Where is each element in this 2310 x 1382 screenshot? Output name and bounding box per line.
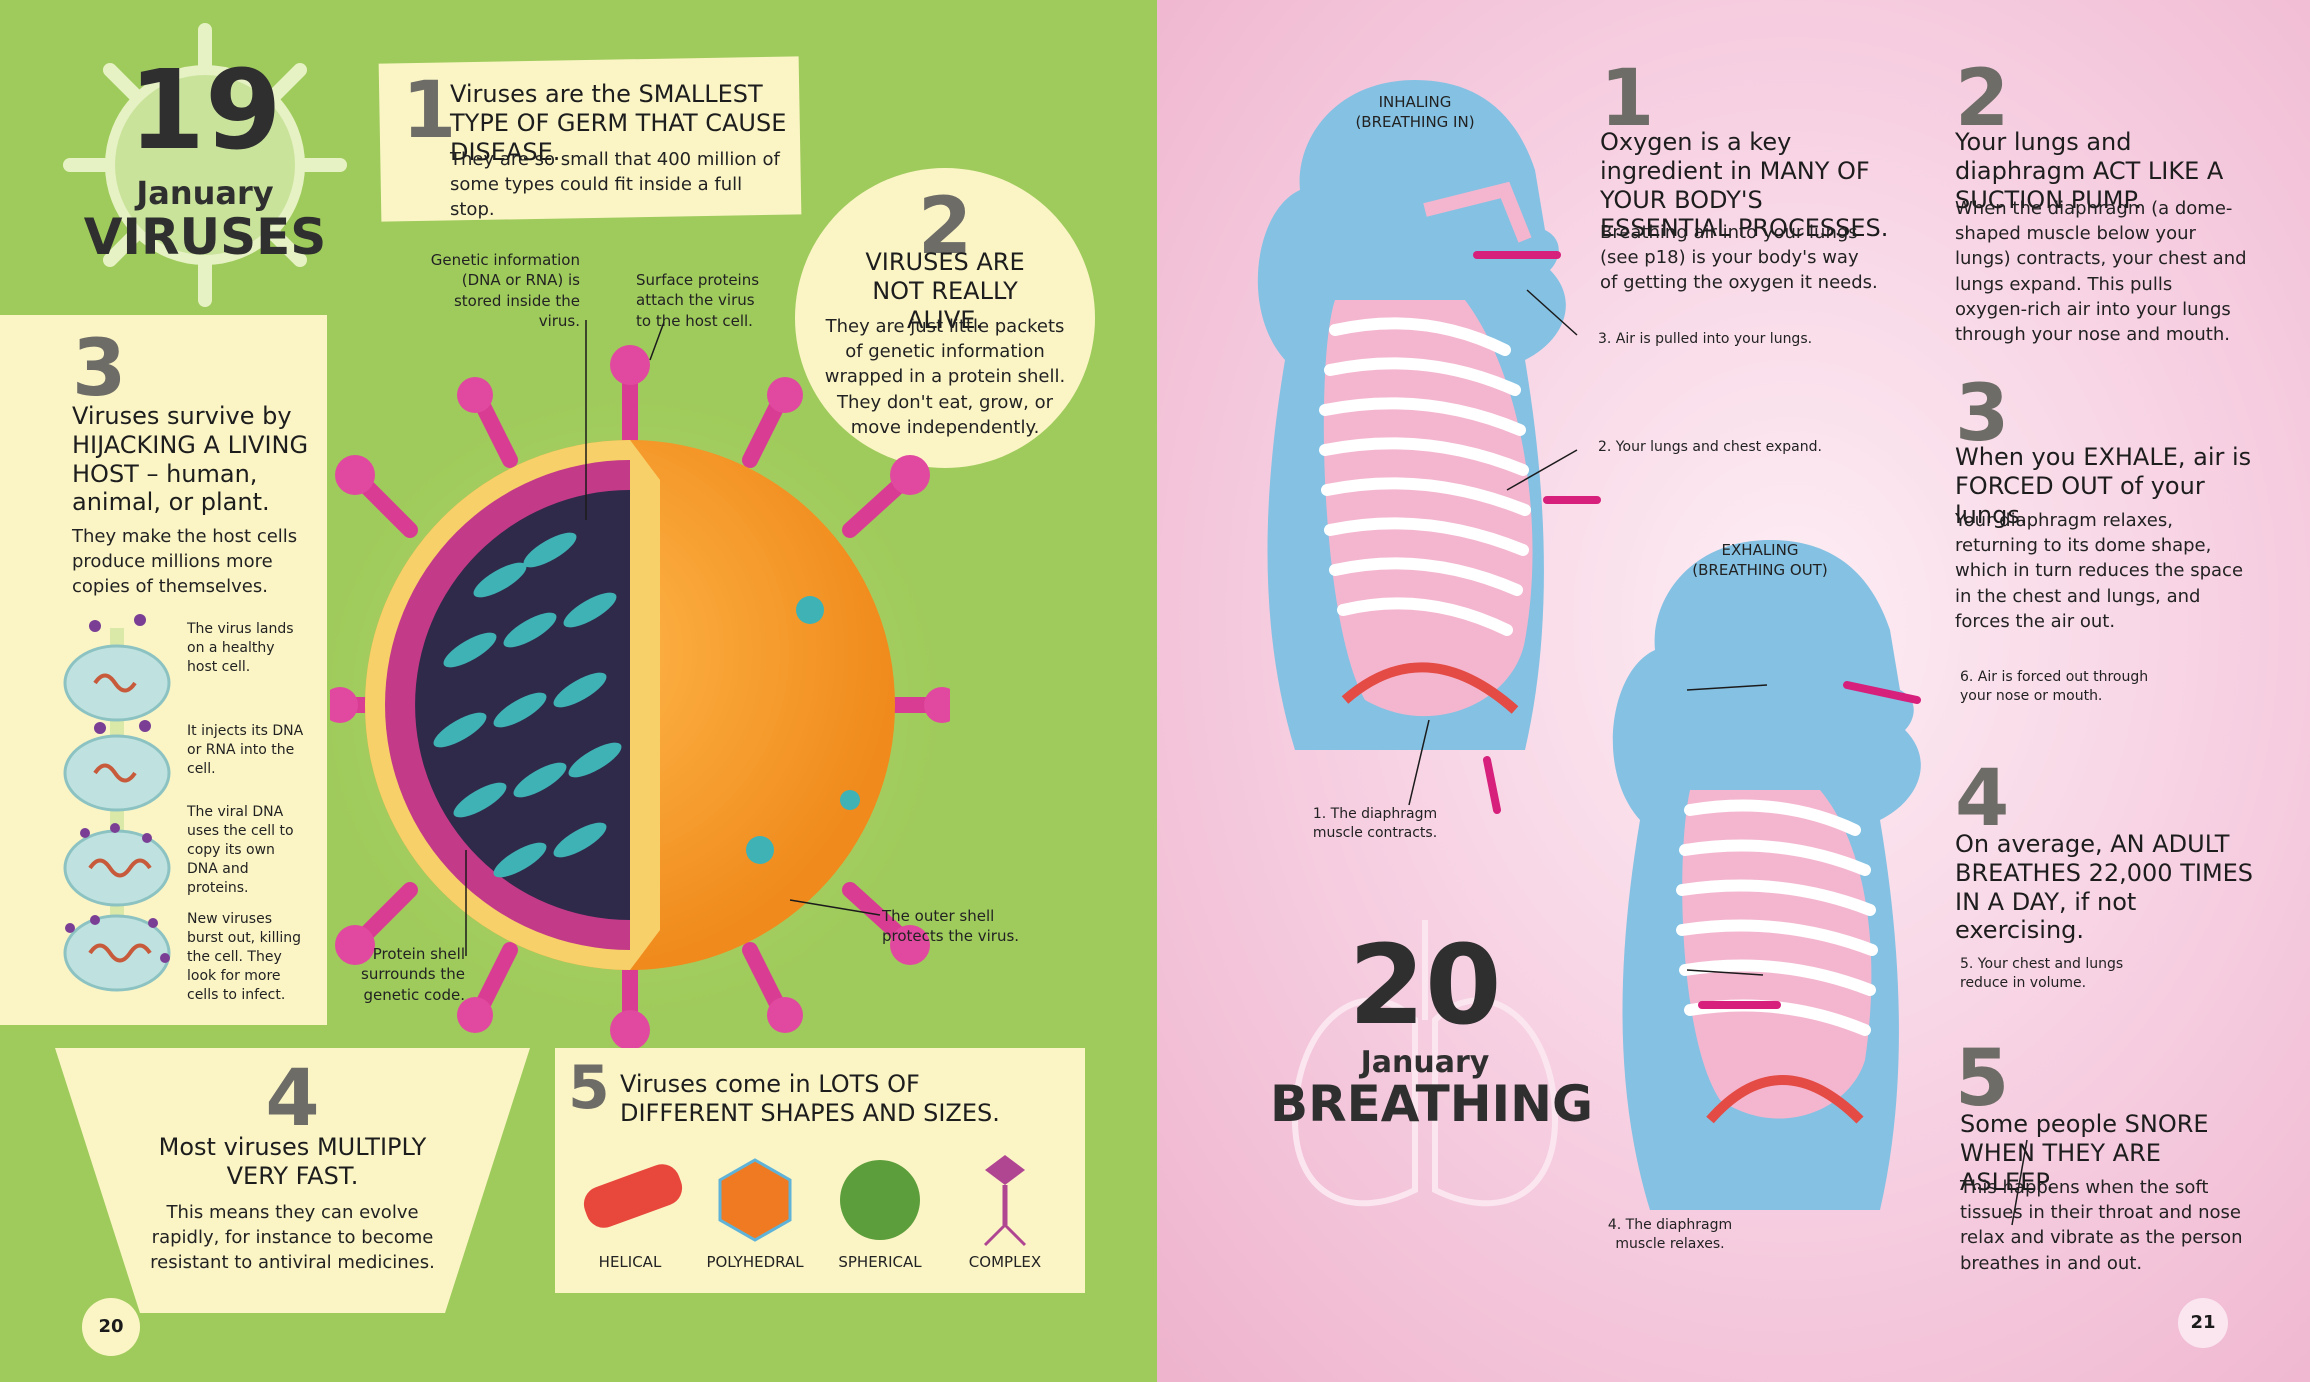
fact-3-heading: Viruses survive by HIJACKING A LIVING HO… (72, 402, 309, 517)
r-fact-3-number: 3 (1955, 369, 2010, 459)
fact-2-number: 2 (917, 182, 973, 272)
shape-complex-label: COMPLEX (968, 1253, 1042, 1271)
label-lungs-expand: 2. Your lungs and chest expand. (1598, 439, 1822, 455)
fact-4-number: 4 (265, 1054, 320, 1144)
airflow-arrows (1408, 251, 2028, 1226)
topic-viruses: VIRUSES (83, 208, 327, 266)
r-fact-5-body: This happens when the soft tissues in th… (1960, 1177, 2243, 1274)
day-number-19: 19 (128, 46, 282, 174)
fact-2-body: They are just little packets of genetic … (824, 316, 1066, 438)
label-genetic-information: Genetic information (DNA or RNA) is stor… (430, 251, 580, 330)
label-inhaling: INHALING (BREATHING IN) (1355, 93, 1475, 132)
lungs-title-emblem (1291, 920, 1559, 1207)
label-diaphragm-relaxes: 4. The diaphragm muscle relaxes. (1607, 1217, 1733, 1252)
label-air-pulled-in: 3. Air is pulled into your lungs. (1598, 331, 1813, 347)
fact-3-number: 3 (72, 324, 127, 414)
shape-spherical-label: SPHERICAL (838, 1253, 922, 1271)
label-protein-shell: Protein shell surrounds the genetic code… (361, 945, 465, 1004)
month-label-right: January (1360, 1045, 1490, 1080)
label-lungs-reduce: 5. Your chest and lungs reduce in volume… (1960, 956, 2124, 991)
step-4-label: New viruses burst out, killing the cell.… (187, 911, 302, 1003)
label-outer-shell: The outer shell protects the virus. (882, 907, 1020, 946)
virus-title-emblem (63, 23, 347, 307)
fact-1-heading: Viruses are the SMALLEST TYPE OF GERM TH… (450, 80, 787, 166)
fact-2-heading: VIRUSES ARE NOT REALLY ALIVE. (865, 248, 1025, 334)
r-fact-2-heading: Your lungs and diaphragm ACT LIKE A SUCT… (1955, 128, 2224, 214)
label-diaphragm-contracts: 1. The diaphragm muscle contracts. (1312, 806, 1438, 841)
r-fact-3-body: Your diaphragm relaxes, returning to its… (1955, 510, 2244, 632)
month-label-left: January (136, 174, 274, 212)
day-number-20: 20 (1348, 921, 1502, 1049)
r-fact-3-heading: When you EXHALE, air is FORCED OUT of yo… (1955, 443, 2252, 529)
step-1-label: The virus lands on a healthy host cell. (187, 621, 294, 675)
r-fact-2-body: When the diaphragm (a dome-shaped muscle… (1955, 198, 2247, 345)
fact-3-body: They make the host cells produce million… (72, 526, 298, 598)
fact-1-number: 1 (402, 66, 457, 156)
topic-breathing: BREATHING (1270, 1075, 1594, 1133)
r-fact-4-heading: On average, AN ADULT BREATHES 22,000 TIM… (1955, 830, 2254, 945)
fact-2-circle (795, 168, 1095, 468)
r-fact-4-number: 4 (1955, 754, 2010, 844)
r-fact-1-number: 1 (1600, 54, 1655, 144)
page-number-right: 21 (2178, 1298, 2228, 1348)
label-surface-proteins: Surface proteins attach the virus to the… (636, 271, 760, 330)
inhaling-figure (1257, 80, 1566, 750)
shape-polyhedral-label: POLYHEDRAL (706, 1253, 804, 1271)
fact-5-number: 5 (568, 1053, 610, 1123)
page-number-left: 20 (82, 1298, 140, 1356)
virus-cross-section-illustration (330, 345, 950, 1050)
virus-shapes-icons (583, 1155, 1027, 1247)
exhaling-figure (1612, 540, 1921, 1210)
label-exhaling: EXHALING (BREATHING OUT) (1692, 541, 1828, 580)
fact-4-panel (55, 1048, 530, 1313)
step-2-label: It injects its DNA or RNA into the cell. (187, 723, 304, 777)
shape-helical-label: HELICAL (598, 1253, 662, 1271)
host-cell-sequence (63, 614, 171, 992)
fact-1-body: They are so small that 400 million of so… (450, 149, 780, 221)
r-fact-5-number: 5 (1955, 1034, 2010, 1124)
r-fact-1-body: Breathing air into your lungs (see p18) … (1600, 222, 1878, 294)
fact-4-heading: Most viruses MULTIPLY VERY FAST. (158, 1133, 427, 1190)
r-fact-5-heading: Some people SNORE WHEN THEY ARE ASLEEP. (1960, 1110, 2209, 1196)
fact-5-heading: Viruses come in LOTS OF DIFFERENT SHAPES… (620, 1070, 1000, 1127)
r-fact-2-number: 2 (1955, 54, 2010, 144)
fact-4-body: This means they can evolve rapidly, for … (150, 1202, 435, 1274)
r-fact-1-heading: Oxygen is a key ingredient in MANY OF YO… (1600, 128, 1889, 243)
label-air-forced-out: 6. Air is forced out through your nose o… (1960, 669, 2149, 704)
step-3-label: The viral DNA uses the cell to copy its … (187, 804, 294, 896)
